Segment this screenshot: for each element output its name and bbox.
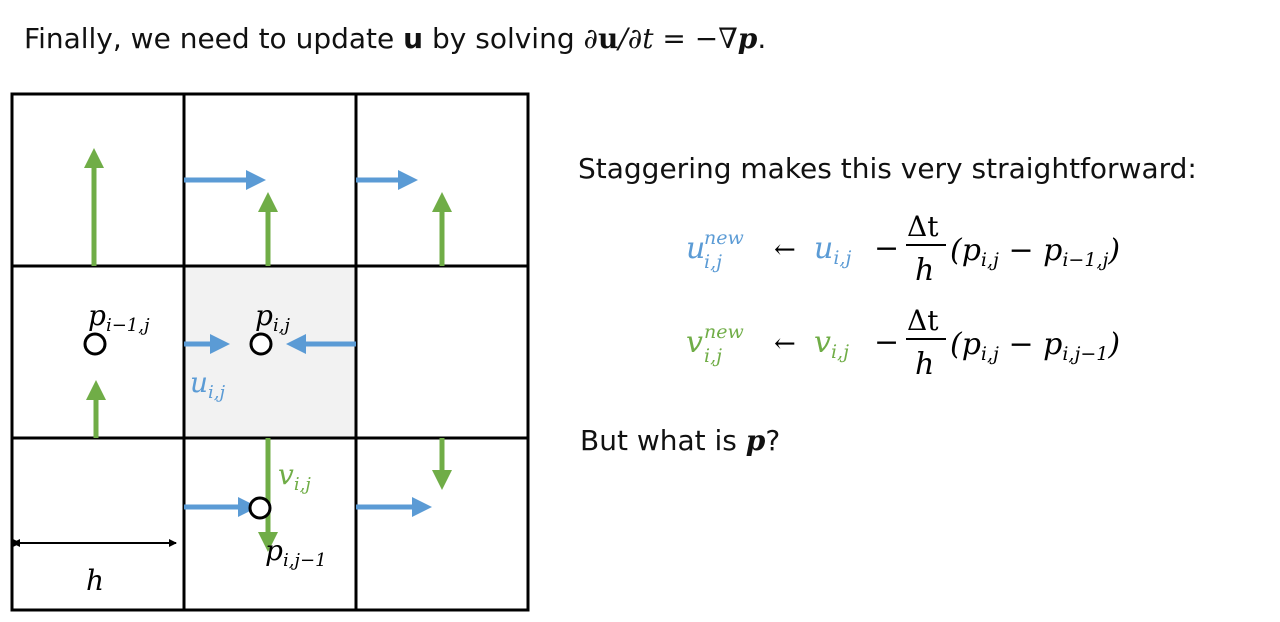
slide-title: Finally, we need to update u by solving … (24, 22, 766, 55)
svg-text:v: v (686, 325, 703, 360)
u-velocity-arrows (184, 170, 432, 517)
svg-text:i,j: i,j (704, 251, 722, 273)
pressure-nodes (83, 332, 273, 520)
svg-text:(pi,j − pi,j−1): (pi,j − pi,j−1) (950, 327, 1120, 365)
svg-text:−: − (874, 231, 899, 266)
u-update-equation: u new i,j ← ui,j − Δt h (pi,j − pi−1,j) (686, 210, 1120, 288)
svg-text:h: h (915, 347, 934, 382)
svg-text:new: new (704, 321, 744, 343)
svg-text:(pi,j − pi−1,j): (pi,j − pi−1,j) (950, 233, 1120, 271)
svg-text:u: u (686, 231, 705, 266)
svg-text:ui,j: ui,j (814, 231, 851, 269)
staggering-text: Staggering makes this very straightforwa… (578, 152, 1197, 185)
label-v: vi,j (278, 458, 311, 495)
pressure-node (83, 332, 107, 356)
v-velocity-arrows (84, 148, 452, 552)
svg-text:←: ← (774, 235, 796, 265)
svg-text:new: new (704, 227, 744, 249)
svg-text:h: h (915, 253, 934, 288)
pressure-node (249, 332, 273, 356)
pressure-node (248, 496, 272, 520)
highlighted-cell (184, 266, 356, 438)
label-p-left: pi−1,j (88, 299, 150, 336)
svg-text:Δt: Δt (907, 304, 939, 337)
v-update-equation: v new i,j ← vi,j − Δt h (pi,j − pi,j−1) (686, 304, 1120, 382)
label-p-center: pi,j (255, 299, 290, 336)
svg-text:vi,j: vi,j (814, 325, 849, 363)
svg-text:−: − (874, 325, 899, 360)
svg-text:←: ← (774, 329, 796, 359)
label-u: ui,j (190, 366, 226, 403)
question-text: But what is p? (580, 424, 780, 457)
svg-text:i,j: i,j (704, 345, 722, 367)
svg-text:Δt: Δt (907, 210, 939, 243)
label-p-below: pi,j−1 (265, 534, 327, 571)
label-h: h (86, 564, 104, 597)
